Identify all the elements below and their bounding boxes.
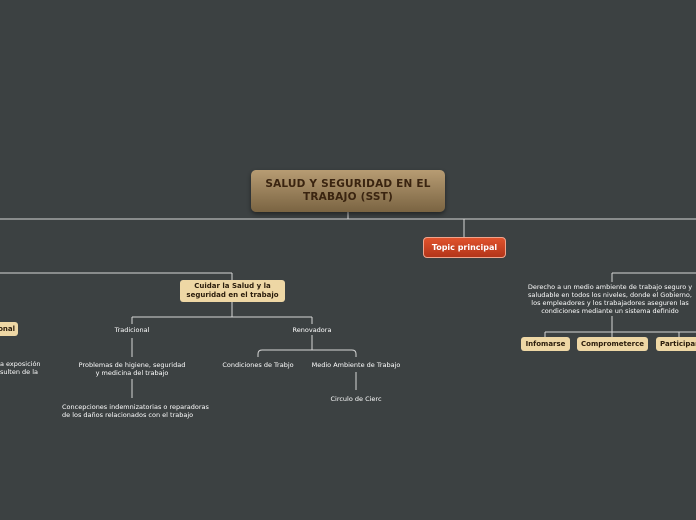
medio-ambiente-node[interactable]: Medio Ambiente de Trabajo — [311, 361, 401, 369]
cuidar-salud-line-1: Cuidar la Salud y la — [194, 282, 271, 290]
far-left-text[interactable]: a exposición sulten de la — [0, 360, 41, 376]
topic-principal-node[interactable]: Topic principal — [423, 237, 506, 258]
comprometerce-node[interactable]: Comprometerce — [577, 337, 648, 351]
derecho-description-node[interactable]: Derecho a un medio ambiente de trabajo s… — [527, 283, 693, 315]
problemas-node[interactable]: Problemas de higiene, seguridad y medici… — [78, 361, 186, 377]
circulo-node[interactable]: Circulo de Cierc — [330, 395, 382, 403]
renovadora-node[interactable]: Renovadora — [292, 326, 332, 334]
edge-left-children — [131, 302, 313, 324]
edge-sub-right — [611, 272, 696, 282]
root-node[interactable]: SALUD Y SEGURIDAD EN EL TRABAJO (SST) — [251, 170, 445, 212]
concepciones-node[interactable]: Concepciones indemnizatorias o reparador… — [62, 403, 209, 419]
cuidar-salud-line-2: seguridad en el trabajo — [186, 291, 279, 299]
root-line-2: TRABAJO (SST) — [302, 191, 393, 203]
infomarse-node[interactable]: Infomarse — [521, 337, 570, 351]
root-line-1: SALUD Y SEGURIDAD EN EL — [265, 178, 431, 190]
tradicional-node[interactable]: Tradicional — [114, 326, 150, 334]
participar-node[interactable]: Participar — [656, 337, 696, 351]
topic-principal-label: Topic principal — [431, 243, 498, 252]
cuidar-salud-node[interactable]: Cuidar la Salud y la seguridad en el tra… — [180, 280, 285, 302]
condiciones-node[interactable]: Condiciones de Trabjo — [222, 361, 294, 369]
edge-renovadora-children — [257, 335, 357, 357]
edge-right-children — [544, 316, 696, 337]
far-left-node[interactable]: onal — [0, 322, 18, 336]
